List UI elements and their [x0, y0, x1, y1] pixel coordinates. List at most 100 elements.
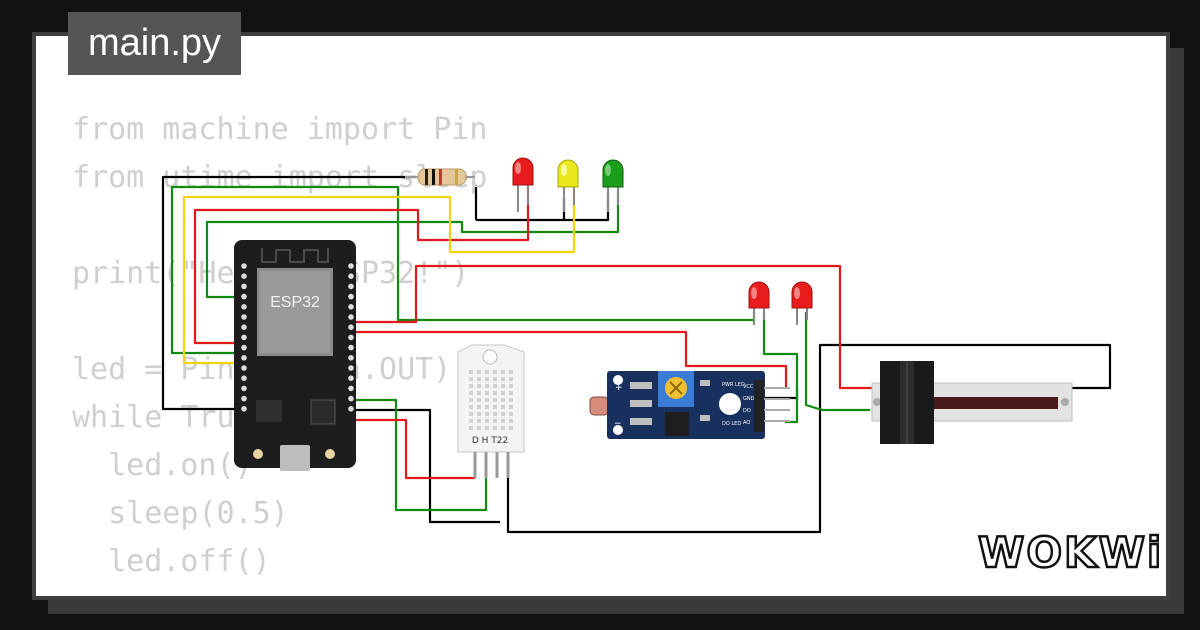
- ldr-pin-do: DO: [743, 408, 751, 414]
- dht-vent: [485, 384, 489, 388]
- ldr-pin-vcc: VCC: [743, 384, 754, 390]
- dht-vent: [485, 391, 489, 395]
- esp32-pin[interactable]: [348, 334, 354, 341]
- wire-red-1: [193, 187, 530, 345]
- esp32-pin[interactable]: [348, 355, 354, 361]
- dht-vent: [501, 405, 505, 409]
- ldr-pin-ao: AO: [743, 420, 750, 426]
- dht-vent: [509, 391, 513, 395]
- dht-vent: [469, 398, 473, 402]
- dht-vent: [485, 377, 489, 381]
- dht-vent: [509, 412, 513, 416]
- dht-vent: [469, 412, 473, 416]
- code-line: led.off(): [72, 544, 271, 579]
- dht-vent: [493, 419, 497, 423]
- ldr-pwr-led-label: PWR LED: [722, 382, 745, 388]
- esp32-pin[interactable]: [348, 314, 354, 320]
- dht-vent: [477, 370, 481, 374]
- esp32-pin[interactable]: [348, 283, 354, 290]
- dht-vent: [469, 419, 473, 423]
- esp32-pin[interactable]: [241, 355, 247, 361]
- dht-vent: [501, 377, 505, 381]
- esp32-pin[interactable]: [241, 406, 247, 412]
- dht-vent: [501, 398, 505, 402]
- esp32-pin[interactable]: [348, 375, 354, 382]
- dht-vent: [477, 398, 481, 402]
- led-green-top[interactable]: [602, 159, 624, 212]
- dht-vent: [509, 419, 513, 423]
- slide-potentiometer[interactable]: [871, 361, 1073, 444]
- led-red-right-2[interactable]: [791, 281, 813, 325]
- esp32-pin[interactable]: [241, 365, 247, 371]
- dht-vent: [477, 405, 481, 409]
- dht-vent: [485, 419, 489, 423]
- dht-vent: [501, 419, 505, 423]
- wire-red-3: [351, 330, 788, 388]
- esp32-pin[interactable]: [348, 365, 354, 371]
- wire-black-dht: [351, 408, 500, 524]
- ldr-do-led-label: DO LED: [722, 421, 741, 427]
- led-red-top[interactable]: [512, 157, 534, 212]
- esp32-pin[interactable]: [241, 385, 247, 392]
- dht-vent: [477, 377, 481, 381]
- dht-vent: [509, 398, 513, 402]
- esp32-pin[interactable]: [348, 304, 354, 310]
- dht-vent: [493, 384, 497, 388]
- dht-vent: [493, 377, 497, 381]
- dht-vent: [493, 426, 497, 430]
- esp32-pin[interactable]: [241, 273, 247, 280]
- esp32-pin[interactable]: [241, 314, 247, 320]
- dht-vent: [509, 370, 513, 374]
- dht22-sensor[interactable]: D H T22: [457, 344, 525, 478]
- esp32-pin[interactable]: [241, 304, 247, 310]
- led-yellow-top[interactable]: [557, 159, 579, 212]
- dht-vent: [509, 405, 513, 409]
- dht-vent: [501, 391, 505, 395]
- esp32-pin[interactable]: [241, 344, 247, 351]
- esp32-pin[interactable]: [241, 395, 247, 402]
- esp32-pin[interactable]: [241, 283, 247, 290]
- filename-tab[interactable]: main.py: [68, 12, 241, 75]
- esp32-pin[interactable]: [241, 293, 247, 300]
- dht-label: D H T22: [472, 436, 508, 446]
- esp32-pin[interactable]: [348, 273, 354, 280]
- esp32-pin[interactable]: [348, 293, 354, 300]
- esp32-pin[interactable]: [348, 395, 354, 402]
- esp32-pin[interactable]: [348, 324, 354, 331]
- dht-vent: [477, 426, 481, 430]
- wire-green-2: [205, 192, 620, 299]
- dht-vent: [485, 426, 489, 430]
- esp32-chip-label: ESP32: [270, 294, 320, 311]
- wire-green-3: [351, 398, 488, 512]
- dht-vent: [493, 405, 497, 409]
- esp32-pin[interactable]: [348, 406, 354, 412]
- esp32-pin[interactable]: [348, 263, 354, 269]
- wire-black-pot: [506, 343, 1112, 534]
- esp32-board[interactable]: ESP32: [234, 240, 356, 471]
- wire-green-4: [762, 312, 799, 424]
- esp32-pin[interactable]: [241, 334, 247, 341]
- esp32-pin[interactable]: [348, 385, 354, 392]
- dht-vent: [485, 405, 489, 409]
- wokwi-logo: WOKWi: [978, 528, 1163, 577]
- esp32-pin[interactable]: [241, 375, 247, 382]
- ldr-module[interactable]: + − PWR LED DO LED VCC GND DO AO: [589, 371, 790, 439]
- dht-vent: [501, 426, 505, 430]
- dht-vent: [485, 370, 489, 374]
- dht-vent: [501, 412, 505, 416]
- dht-vent: [485, 412, 489, 416]
- dht-vent: [493, 370, 497, 374]
- dht-vent: [501, 370, 505, 374]
- dht-vent: [469, 426, 473, 430]
- esp32-pin[interactable]: [241, 324, 247, 331]
- dht-vent: [469, 370, 473, 374]
- wire-green-5: [804, 312, 870, 412]
- code-line: from machine import Pin: [72, 112, 488, 147]
- wire-red-4: [351, 418, 475, 480]
- esp32-pin[interactable]: [241, 263, 247, 269]
- resistor[interactable]: [405, 168, 475, 186]
- led-red-right-1[interactable]: [748, 281, 770, 325]
- esp32-pin[interactable]: [348, 344, 354, 351]
- dht-vent: [469, 384, 473, 388]
